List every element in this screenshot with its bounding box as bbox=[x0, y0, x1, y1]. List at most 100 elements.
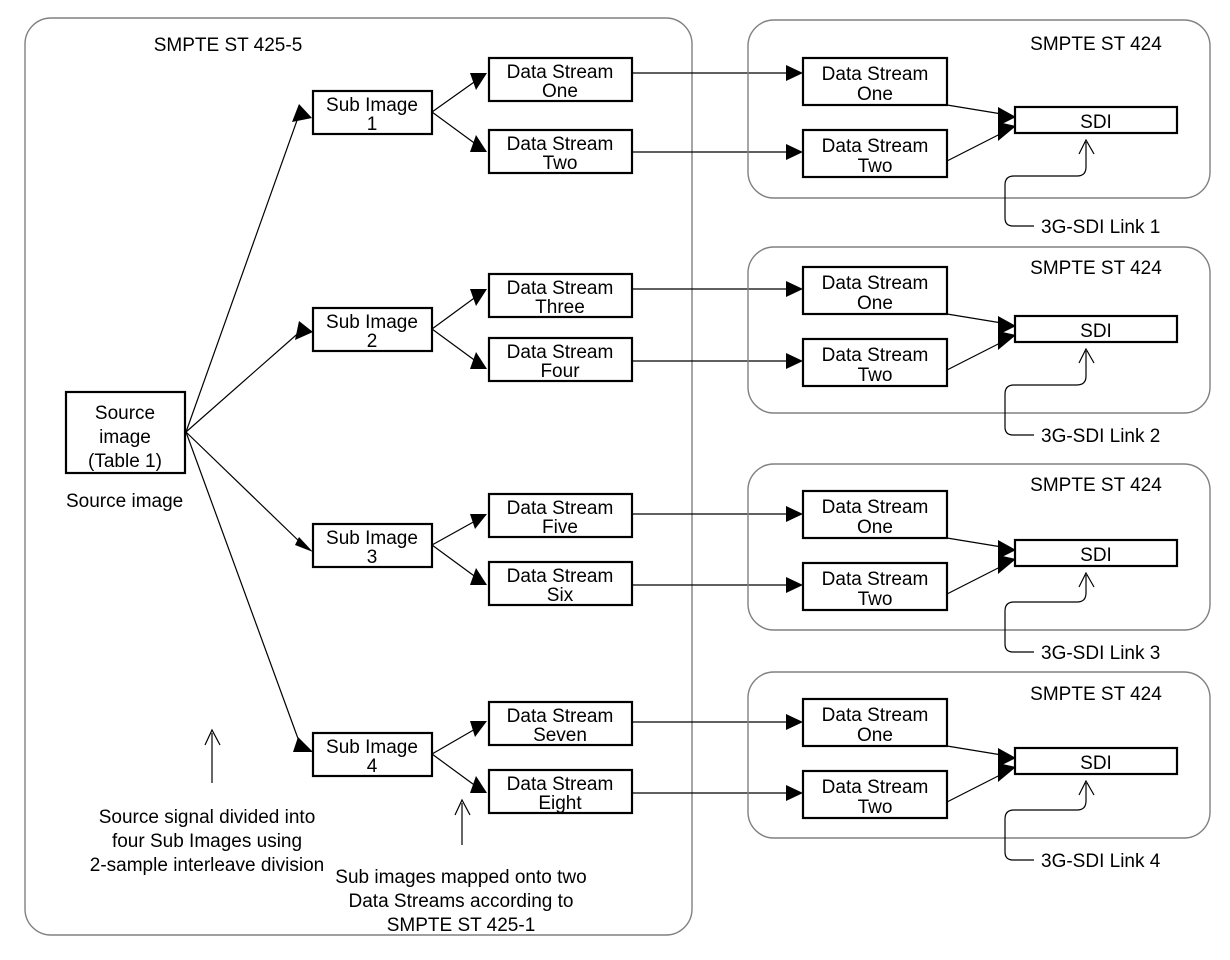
group4-link-label: 3G-SDI Link 4 bbox=[1041, 851, 1161, 872]
data-stream-three-line-1: Data Stream bbox=[507, 278, 614, 299]
arrowhead-source-to-sub2 bbox=[295, 321, 313, 340]
sub-image-3-line-2: 3 bbox=[367, 547, 378, 568]
group1-data-stream-two-box[interactable] bbox=[801, 128, 949, 179]
arrowhead-group4-stream-one bbox=[786, 714, 803, 730]
group2-link-label: 3G-SDI Link 2 bbox=[1041, 426, 1160, 447]
arrowhead-sub2-to-ds-four bbox=[470, 352, 487, 369]
arrowhead-source-to-sub1 bbox=[292, 104, 312, 122]
group2-stream-one-line-1: Data Stream bbox=[822, 273, 929, 294]
group3-data-stream-one-box[interactable] bbox=[801, 489, 949, 540]
group-title-st425-5: SMPTE ST 425-5 bbox=[154, 35, 303, 56]
data-stream-two-line-2: Two bbox=[543, 153, 578, 174]
group2-stream-two-line-2: Two bbox=[858, 365, 893, 386]
arrow-group2-two-to-sdi bbox=[946, 338, 1009, 371]
data-stream-box-four[interactable] bbox=[487, 336, 634, 383]
group-title-st424-3: SMPTE ST 424 bbox=[1030, 475, 1162, 496]
sub-image-1-line-1: Sub Image bbox=[326, 95, 418, 116]
arrowhead-group2-two-to-sdi bbox=[998, 331, 1016, 350]
data-stream-box-five[interactable] bbox=[487, 492, 634, 539]
arrowhead-group1-two-to-sdi bbox=[998, 122, 1016, 141]
group1-data-stream-one-box[interactable] bbox=[801, 56, 949, 107]
arrowhead-group2-stream-two bbox=[786, 353, 803, 369]
group3-sdi-box[interactable] bbox=[1013, 538, 1179, 568]
arrow-sub2-to-ds-four bbox=[431, 328, 478, 363]
group3-data-stream-two-box[interactable] bbox=[801, 561, 949, 612]
group2-stream-two-line-1: Data Stream bbox=[822, 345, 929, 366]
arrowhead-sub1-to-ds-one bbox=[470, 73, 487, 90]
group4-link-underline bbox=[1004, 851, 1034, 861]
data-stream-five-line-2: Five bbox=[542, 517, 578, 538]
source-image-line-3: (Table 1) bbox=[88, 451, 162, 472]
group1-stream-two-line-2: Two bbox=[858, 156, 893, 177]
arrow-sub1-to-ds-two bbox=[431, 111, 478, 146]
arrow-sub3-to-ds-six bbox=[431, 544, 478, 579]
data-stream-seven-line-2: Seven bbox=[533, 725, 587, 746]
arrow-sub4-to-ds-eight bbox=[431, 753, 478, 788]
arrow-source-to-sub4 bbox=[185, 431, 301, 745]
arrow-source-to-sub2 bbox=[185, 328, 304, 433]
data-stream-box-seven[interactable] bbox=[487, 700, 634, 747]
arrowhead-sub2-to-ds-three bbox=[470, 289, 487, 306]
arrowhead-sub3-to-ds-six bbox=[470, 568, 487, 585]
divide-annotation-line-1: Source signal divided into bbox=[99, 807, 316, 828]
group4-sdi-box[interactable] bbox=[1013, 746, 1179, 776]
group4-data-stream-two-box[interactable] bbox=[801, 769, 949, 820]
data-stream-box-one[interactable] bbox=[487, 56, 634, 103]
arrowhead-sub4-to-ds-seven bbox=[470, 721, 487, 737]
group3-stream-one-line-2: One bbox=[857, 517, 893, 538]
group1-stream-one-line-1: Data Stream bbox=[822, 64, 929, 85]
group-outline-st425-5 bbox=[24, 17, 693, 936]
arrow-group3-one-to-sdi bbox=[946, 537, 1009, 549]
arrow-sub2-to-ds-three bbox=[431, 295, 478, 330]
data-stream-box-three[interactable] bbox=[487, 272, 634, 319]
arrow-group2-one-to-sdi bbox=[946, 313, 1009, 325]
arrowhead-source-to-sub3 bbox=[295, 537, 313, 552]
group4-data-stream-one-box[interactable] bbox=[801, 697, 949, 748]
group4-link-arrowhead bbox=[1078, 779, 1095, 796]
sub-image-1-line-2: 1 bbox=[367, 114, 378, 135]
source-image-box[interactable] bbox=[64, 390, 187, 475]
group2-data-stream-two-box[interactable] bbox=[801, 337, 949, 388]
sub-image-2-line-1: Sub Image bbox=[326, 312, 418, 333]
group3-link-leader bbox=[1004, 575, 1087, 644]
group-title-st424-2: SMPTE ST 424 bbox=[1030, 258, 1162, 279]
data-stream-box-eight[interactable] bbox=[487, 768, 634, 815]
sub-image-3-line-1: Sub Image bbox=[326, 528, 418, 549]
arrowhead-group4-two-to-sdi bbox=[998, 763, 1016, 782]
group1-link-leader bbox=[1004, 142, 1087, 218]
arrowhead-group3-two-to-sdi bbox=[998, 555, 1016, 574]
arrowhead-group4-stream-two bbox=[786, 785, 803, 801]
group1-link-arrowhead bbox=[1078, 138, 1095, 155]
data-stream-box-six[interactable] bbox=[487, 560, 634, 607]
arrowhead-group3-one-to-sdi bbox=[998, 540, 1016, 559]
arrowhead-group3-stream-two bbox=[786, 577, 803, 593]
group2-data-stream-one-box[interactable] bbox=[801, 265, 949, 316]
data-stream-four-line-2: Four bbox=[540, 361, 580, 382]
group2-link-leader bbox=[1004, 351, 1087, 427]
group1-link-underline bbox=[1004, 217, 1034, 227]
data-stream-three-line-2: Three bbox=[535, 297, 585, 318]
group4-stream-one-line-2: One bbox=[857, 725, 893, 746]
group1-link-label: 3G-SDI Link 1 bbox=[1041, 217, 1160, 238]
group2-sdi-box[interactable] bbox=[1013, 314, 1179, 344]
source-image-caption: Source image bbox=[66, 491, 183, 512]
group1-sdi-box[interactable] bbox=[1013, 105, 1179, 135]
data-stream-eight-line-1: Data Stream bbox=[507, 774, 614, 795]
arrowhead-sub1-to-ds-two bbox=[470, 135, 487, 152]
group3-stream-two-line-2: Two bbox=[858, 589, 893, 610]
data-stream-six-line-1: Data Stream bbox=[507, 566, 614, 587]
group3-link-arrowhead bbox=[1078, 571, 1095, 588]
group1-stream-two-line-1: Data Stream bbox=[822, 136, 929, 157]
data-stream-seven-line-1: Data Stream bbox=[507, 706, 614, 727]
sub-image-box-4[interactable] bbox=[311, 731, 434, 778]
group3-stream-two-line-1: Data Stream bbox=[822, 569, 929, 590]
data-stream-box-two[interactable] bbox=[487, 128, 634, 175]
group-outline-st424-1 bbox=[747, 19, 1211, 199]
arrowhead-group1-stream-one bbox=[786, 65, 803, 81]
divide-annotation-line-2: four Sub Images using bbox=[112, 831, 302, 852]
group3-sdi-label: SDI bbox=[1080, 545, 1112, 566]
arrowhead-group2-one-to-sdi bbox=[998, 316, 1016, 335]
sub-image-box-2[interactable] bbox=[311, 306, 434, 353]
arrow-source-to-sub3 bbox=[185, 431, 304, 546]
